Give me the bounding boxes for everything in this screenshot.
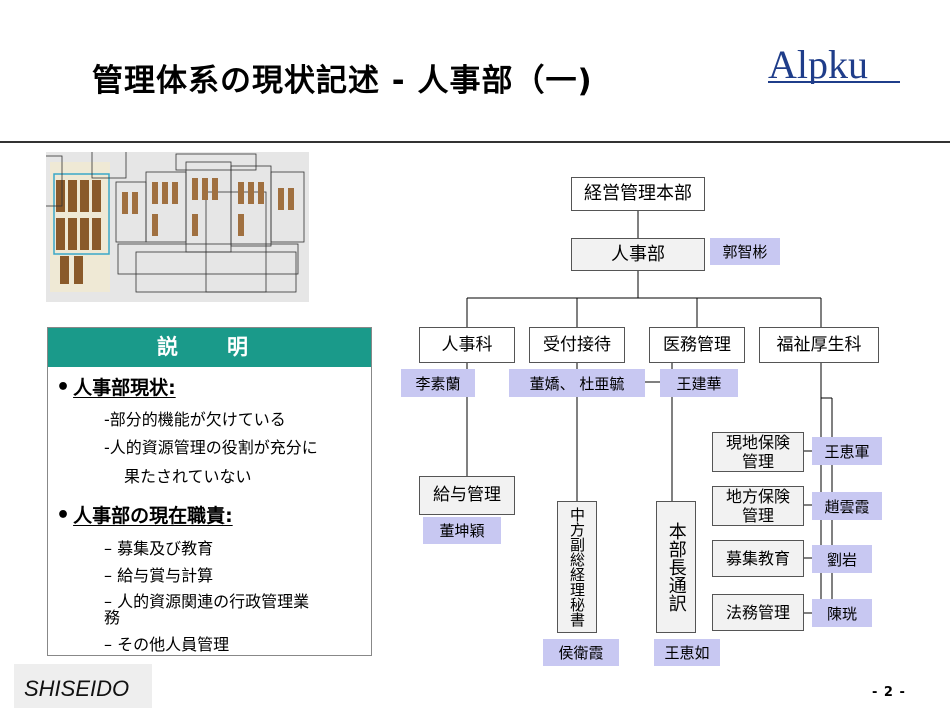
org-box-hr-department: 人事部 bbox=[571, 238, 705, 271]
alpku-logo-text: Alpku bbox=[768, 44, 868, 84]
staff-tag-vice-gm-secretary: 侯衛霞 bbox=[543, 639, 619, 666]
staff-tag-payroll: 董坤穎 bbox=[423, 517, 501, 544]
org-box-payroll: 給与管理 bbox=[419, 476, 515, 515]
org-box-local-insurance: 現地保険管理 bbox=[712, 432, 804, 472]
panel-heading: 説 明 bbox=[48, 328, 371, 367]
vice-gm-secretary-label: 中方副総経理秘書 bbox=[568, 507, 586, 627]
staff-tag-recruit-training: 劉岩 bbox=[812, 545, 872, 573]
staff-tag-dept-head: 郭智彬 bbox=[710, 238, 780, 265]
header-divider bbox=[0, 141, 950, 143]
org-box-gm-interpreter: 本部長通訳 bbox=[656, 501, 696, 633]
panel-line: -部分的機能が欠けている bbox=[104, 410, 286, 429]
panel-line: – 給与賞与計算 bbox=[104, 566, 214, 585]
org-box-executive-hq: 経営管理本部 bbox=[571, 177, 705, 211]
panel-line: – その他人員管理 bbox=[104, 635, 230, 654]
org-box-vice-gm-secretary: 中方副総経理秘書 bbox=[557, 501, 597, 633]
staff-tag-reception: 董嬌、 杜亜毓 bbox=[509, 369, 645, 397]
page-number: - 2 - bbox=[872, 685, 906, 700]
panel-line: – 人的資源関連の行政管理業 bbox=[104, 592, 310, 611]
staff-tag-gm-interpreter: 王恵如 bbox=[654, 639, 720, 666]
org-map-thumbnail bbox=[46, 152, 309, 302]
panel-current-status-heading: 人事部現状: bbox=[56, 373, 176, 400]
staff-tag-medical: 王建華 bbox=[660, 369, 738, 397]
org-box-hr-section: 人事科 bbox=[419, 327, 515, 363]
shiseido-logo: SHISEIDO bbox=[14, 664, 152, 708]
staff-tag-hr-section: 李素蘭 bbox=[401, 369, 475, 397]
alpku-logo: Alpku bbox=[768, 44, 900, 84]
org-box-reception: 受付接待 bbox=[529, 327, 625, 363]
staff-tag-regional-insurance: 趙雲霞 bbox=[812, 492, 882, 520]
shiseido-logo-text: SHISEIDO bbox=[24, 676, 129, 701]
panel-line: 務 bbox=[104, 608, 121, 627]
panel-line: – 募集及び教育 bbox=[104, 539, 214, 558]
panel-line: -人的資源管理の役割が充分に bbox=[104, 438, 318, 457]
org-box-legal: 法務管理 bbox=[712, 594, 804, 631]
org-box-recruit-training: 募集教育 bbox=[712, 540, 804, 577]
page-title: 管理体系の現状記述 - 人事部（一) bbox=[92, 63, 593, 99]
gm-interpreter-label: 本部長通訳 bbox=[665, 522, 687, 612]
staff-tag-legal: 陳珖 bbox=[812, 599, 872, 627]
staff-tag-local-insurance: 王恵軍 bbox=[812, 437, 882, 465]
org-box-medical: 医務管理 bbox=[649, 327, 745, 363]
org-box-welfare-section: 福祉厚生科 bbox=[759, 327, 879, 363]
panel-duties-heading: 人事部の現在職責: bbox=[56, 501, 233, 528]
panel-line: 果たされていない bbox=[124, 467, 252, 486]
org-box-regional-insurance: 地方保険管理 bbox=[712, 486, 804, 526]
